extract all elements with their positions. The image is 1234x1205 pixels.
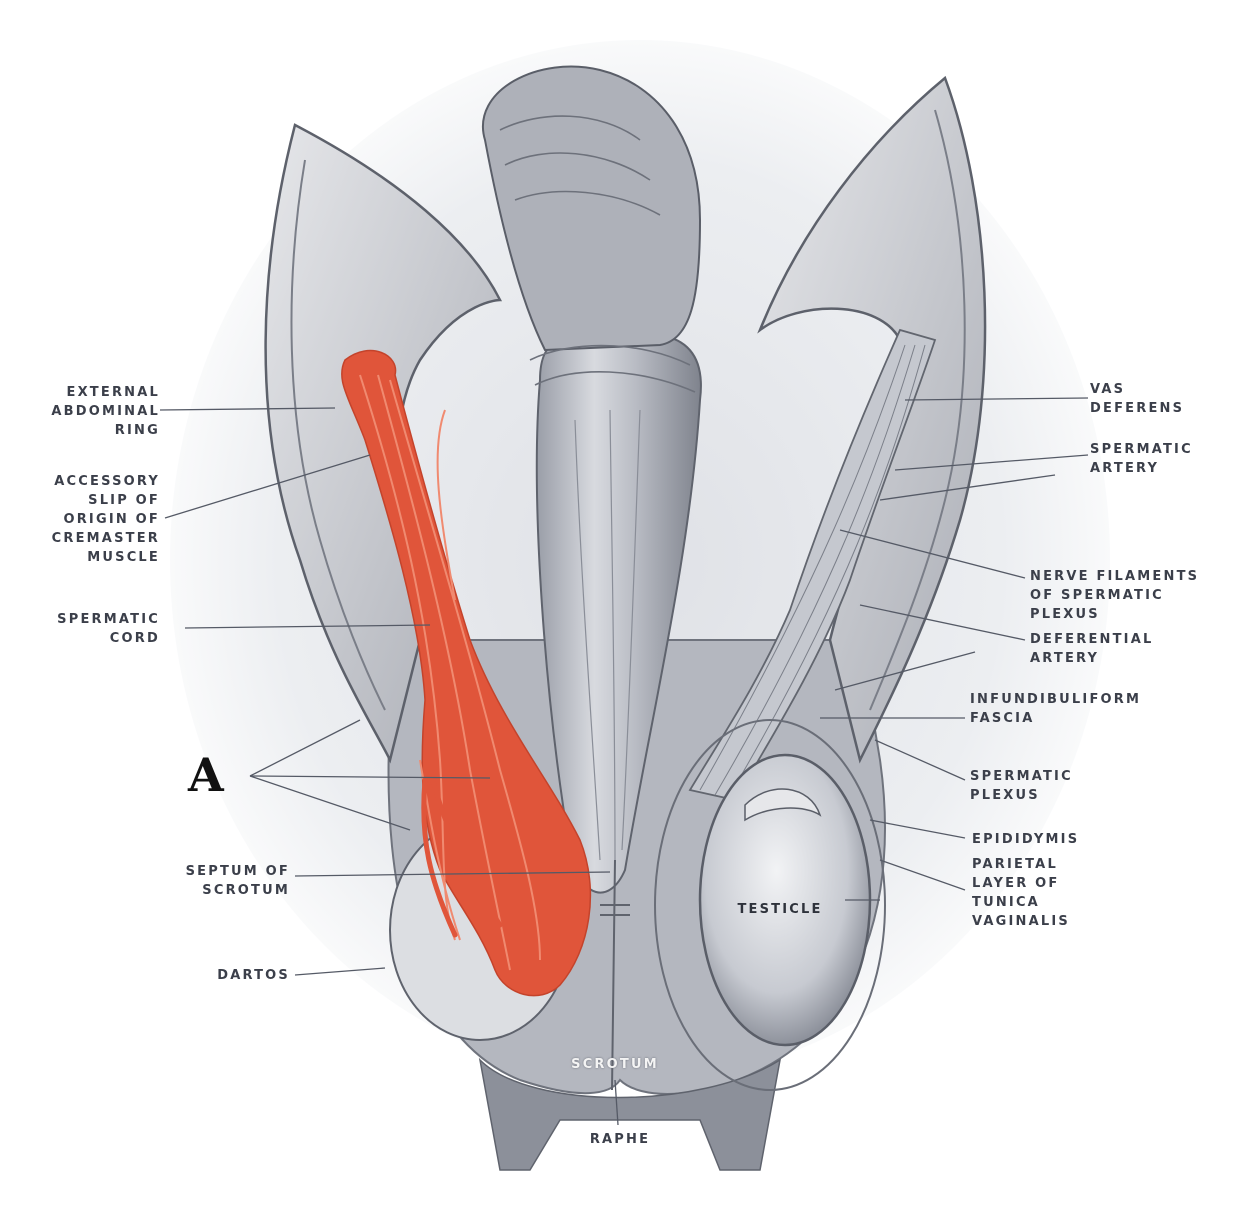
cremaster-loose-strands — [421, 767, 503, 938]
label-dartos: DARTOS — [217, 968, 290, 983]
cremaster-fibers — [359, 374, 541, 971]
penis-glans — [482, 65, 702, 352]
leader-vas-deferens — [904, 397, 1089, 401]
label-vas-deferens: VAS DEFERENS — [1090, 382, 1185, 416]
leader-parietal-layer — [879, 859, 966, 891]
leader-dartos — [294, 967, 386, 976]
leader-spermatic-artery — [894, 454, 1089, 471]
leader-spermatic-cord — [184, 624, 431, 629]
label-spermatic-artery: SPERMATIC ARTERY — [1090, 442, 1193, 476]
label-spermatic-plexus: SPERMATIC PLEXUS — [970, 769, 1073, 803]
label-infundibuliform-fascia: INFUNDIBULIFORM FASCIA — [970, 692, 1142, 726]
label-parietal-layer: PARIETAL LAYER OF TUNICA VAGINALIS — [972, 857, 1070, 929]
label-septum-of-scrotum: SEPTUM OF SCROTUM — [185, 864, 290, 898]
label-raphe: RAPHE — [589, 1132, 651, 1147]
scrotum-lower-shadow — [478, 1057, 782, 1171]
leader-deferential-artery — [859, 604, 1026, 641]
highlighted-cremaster-cord — [341, 349, 592, 997]
label-scrotum: SCROTUM — [571, 1057, 659, 1072]
leader-raphe — [614, 1079, 619, 1126]
leader-spermatic-plexus — [874, 739, 966, 781]
leader-accessory-slip — [164, 454, 371, 519]
label-deferential-artery: DEFERENTIAL ARTERY — [1030, 632, 1154, 666]
left-flap-inner-edge — [290, 159, 386, 711]
label-marker-a: A — [188, 748, 224, 802]
leader-septum — [294, 871, 611, 877]
label-spermatic-cord: SPERMATIC CORD — [57, 612, 160, 646]
prepuce-folds — [499, 115, 696, 393]
label-external-abdominal-ring: EXTERNAL ABDOMINAL RING — [51, 385, 160, 438]
leader-spermatic-artery-2 — [879, 474, 1056, 501]
right-epididymis — [744, 788, 822, 822]
right-tunica-layer — [654, 719, 886, 1091]
leader-a-3 — [249, 775, 411, 831]
label-epididymis: EPIDIDYMIS — [972, 832, 1080, 847]
leader-infundibuliform — [834, 651, 976, 691]
shaft-striations — [574, 409, 641, 861]
cremaster-cord-red — [341, 349, 592, 997]
label-accessory-slip: ACCESSORY SLIP OF ORIGIN OF CREMASTER MU… — [51, 474, 160, 565]
leader-a-1 — [249, 719, 361, 777]
leader-external-ring — [159, 407, 336, 411]
leader-a-2 — [249, 775, 491, 779]
leader-nerve-filaments — [839, 529, 1026, 579]
septum — [600, 859, 630, 1091]
label-nerve-filaments: NERVE FILAMENTS OF SPERMATIC PLEXUS — [1030, 569, 1200, 622]
penis-shaft — [535, 333, 702, 894]
right-flap-inner-edge — [869, 109, 966, 711]
label-testicle: TESTICLE — [737, 902, 823, 917]
right-spermatic-cord — [688, 328, 937, 802]
leader-epididymis — [869, 819, 966, 839]
